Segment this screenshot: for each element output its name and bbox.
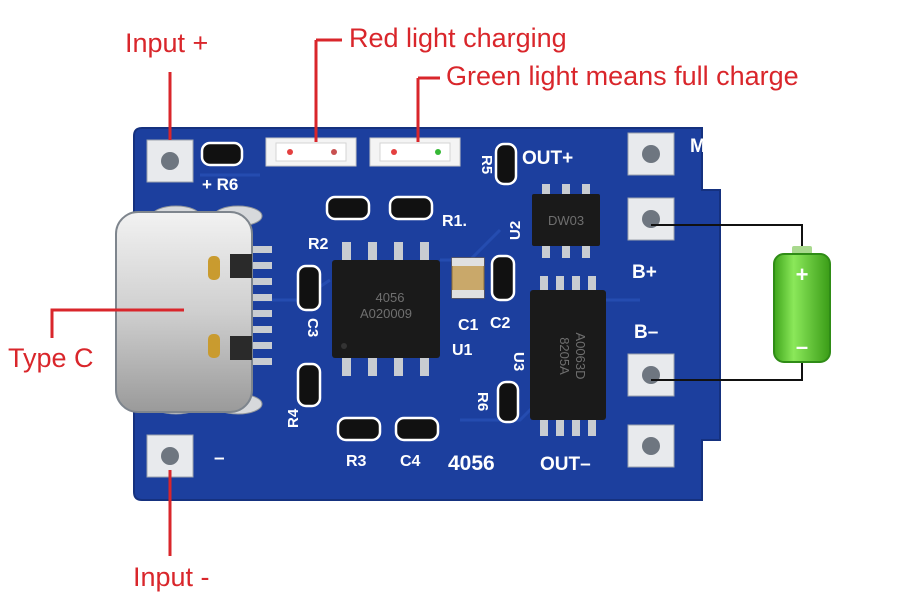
silk-r4: R4 bbox=[285, 408, 302, 428]
pad-b-plus bbox=[627, 197, 675, 241]
chip-u3-line1: 8205A bbox=[557, 337, 572, 375]
resistor-r1 bbox=[388, 195, 434, 221]
silk-m: M bbox=[690, 136, 706, 157]
resistor-r2 bbox=[325, 195, 371, 221]
usb-type-c-connector bbox=[115, 205, 272, 415]
resistor-r6 bbox=[200, 141, 244, 167]
pad-out-plus bbox=[627, 132, 675, 176]
silk-c4: C4 bbox=[400, 453, 421, 470]
silk-r6b: R6 bbox=[474, 392, 491, 411]
silk-u2: U2 bbox=[507, 221, 524, 240]
chip-u1-line2: A020009 bbox=[360, 306, 412, 321]
silk-r2: R2 bbox=[308, 236, 329, 253]
silk-c1: C1 bbox=[458, 317, 479, 334]
callout-input-plus: Input + bbox=[125, 28, 209, 58]
leader-type-c bbox=[50, 308, 184, 338]
silk-r3: R3 bbox=[346, 453, 367, 470]
callout-type-c: Type C bbox=[8, 343, 94, 373]
resistor-r4 bbox=[296, 362, 322, 408]
callout-input-minus: Input - bbox=[133, 562, 210, 592]
resistor-r5 bbox=[494, 142, 518, 186]
battery-minus-sign: – bbox=[796, 334, 808, 359]
silk-c3: C3 bbox=[304, 318, 321, 337]
silk-r5: R5 bbox=[478, 155, 495, 174]
callout-green-light: Green light means full charge bbox=[446, 61, 799, 91]
silk-b-minus: B– bbox=[634, 322, 658, 343]
chip-u1-line1: 4056 bbox=[376, 290, 405, 305]
resistor-r6b bbox=[496, 380, 520, 424]
leader-red-light bbox=[314, 38, 342, 142]
wire-b-minus bbox=[651, 362, 803, 381]
chip-u3 bbox=[530, 276, 606, 436]
silk-r1: R1. bbox=[442, 213, 467, 230]
led-green bbox=[369, 137, 461, 167]
chip-u2-mark: DW03 bbox=[548, 213, 584, 228]
capacitor-c4 bbox=[394, 416, 440, 442]
callout-red-light: Red light charging bbox=[349, 23, 567, 53]
capacitor-c3 bbox=[296, 264, 322, 312]
silk-c2: C2 bbox=[490, 315, 511, 332]
battery-plus-sign: + bbox=[796, 262, 809, 287]
led-red bbox=[265, 137, 357, 167]
silk-u1: U1 bbox=[452, 342, 473, 359]
battery bbox=[773, 246, 831, 363]
silk-b-plus: B+ bbox=[632, 262, 657, 283]
capacitor-c1 bbox=[451, 257, 485, 299]
pad-out-minus bbox=[627, 424, 675, 468]
pad-b-minus bbox=[627, 353, 675, 397]
pad-input-plus bbox=[146, 139, 194, 183]
silk-plus-r6: + R6 bbox=[202, 175, 238, 194]
chip-u2 bbox=[532, 184, 600, 258]
resistor-r3 bbox=[336, 416, 382, 442]
leader-lines bbox=[50, 38, 440, 556]
silk-board-id: 4056 bbox=[448, 452, 495, 475]
capacitor-c2 bbox=[490, 254, 516, 302]
wire-b-plus bbox=[651, 224, 803, 252]
battery-wires bbox=[651, 224, 803, 381]
silk-u3: U3 bbox=[510, 352, 527, 371]
chip-u3-line2: A0063D bbox=[573, 333, 588, 380]
silk-minus: – bbox=[214, 448, 225, 469]
chip-u1 bbox=[332, 242, 440, 376]
silk-out-minus: OUT– bbox=[540, 454, 591, 475]
silk-out-plus: OUT+ bbox=[522, 148, 573, 169]
leader-green-light bbox=[416, 76, 440, 142]
